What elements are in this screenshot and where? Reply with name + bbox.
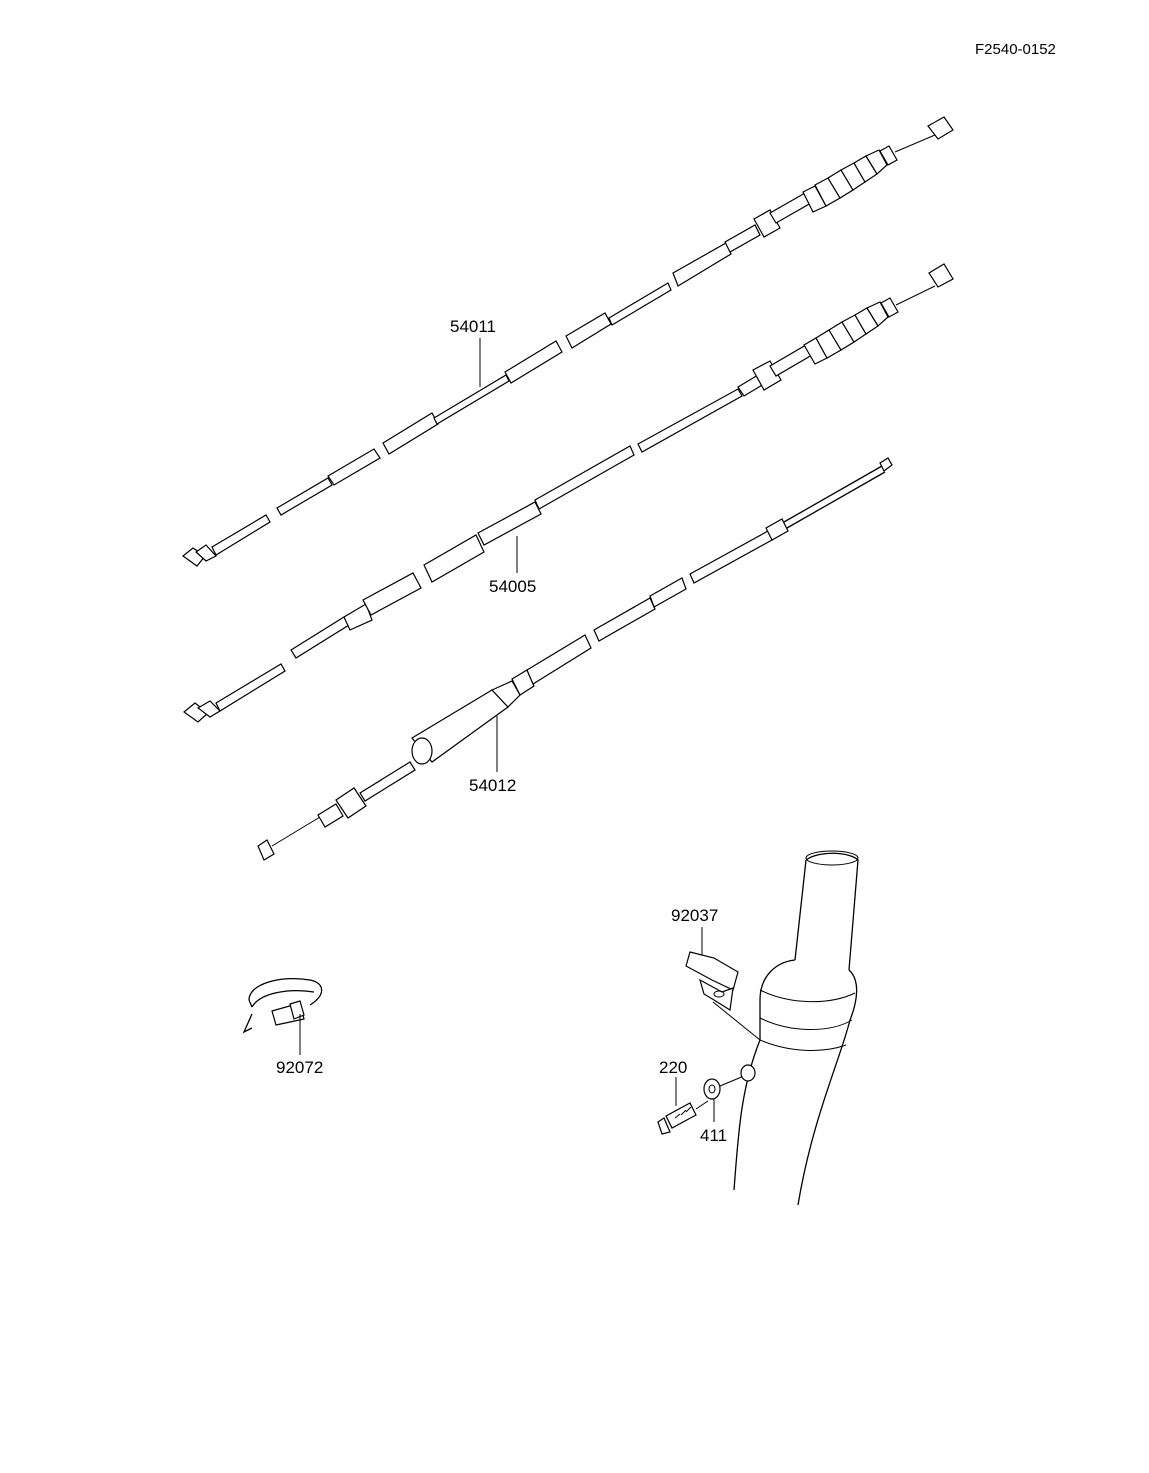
- cable-54005-boot: [803, 297, 899, 365]
- cable-54012-sleeve: [411, 680, 521, 765]
- part-number-54011: 54011: [450, 317, 496, 336]
- cable-54011-lower-end: [182, 514, 271, 567]
- part-number-411: 411: [700, 1126, 727, 1145]
- cable-54005: [183, 263, 954, 723]
- cable-54012: [257, 457, 893, 861]
- part-number-92072: 92072: [276, 1058, 323, 1077]
- part-number-54012: 54012: [469, 776, 516, 795]
- part-number-92037: 92037: [671, 906, 718, 925]
- part-number-54005: 54005: [489, 577, 536, 596]
- cable-54011-boot: [802, 145, 898, 213]
- cable-54011: [182, 116, 954, 567]
- clamp-92072: [242, 978, 323, 1034]
- washer-411: [703, 1064, 756, 1100]
- bolt-220: [657, 1100, 709, 1135]
- cable-54005-lower-end: [183, 663, 286, 723]
- part-number-220: 220: [659, 1058, 687, 1077]
- figure-code: F2540-0152: [975, 41, 1056, 58]
- bracket-92037: [685, 951, 761, 1041]
- front-fork-tube: [733, 850, 859, 1206]
